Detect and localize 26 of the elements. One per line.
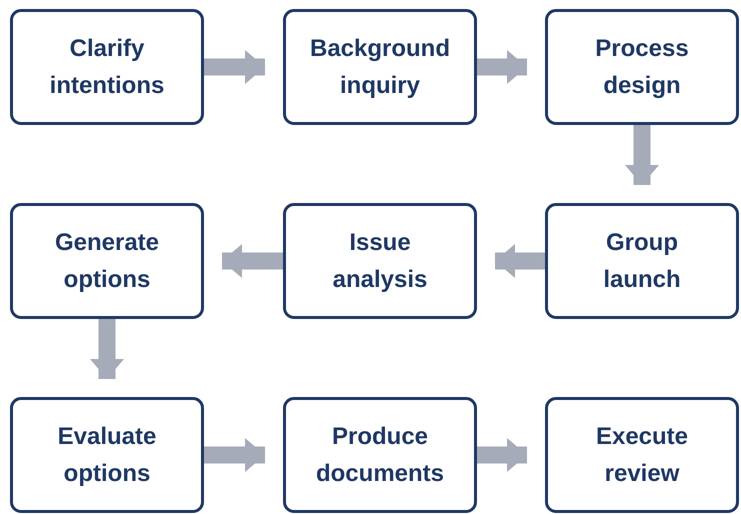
step-label: Clarify intentions bbox=[48, 34, 166, 101]
process-box bbox=[10, 9, 204, 125]
process-box bbox=[283, 397, 477, 513]
process-box bbox=[10, 203, 204, 319]
block-arrow bbox=[222, 244, 283, 278]
step-label: Process design bbox=[594, 34, 690, 101]
block-arrow bbox=[204, 438, 265, 472]
step-label: Group launch bbox=[602, 228, 682, 295]
block-arrow bbox=[625, 125, 659, 185]
step-label: Generate options bbox=[54, 228, 160, 295]
step-label: Issue analysis bbox=[332, 228, 428, 295]
block-arrow bbox=[477, 438, 527, 472]
process-box bbox=[283, 203, 477, 319]
process-box bbox=[545, 203, 739, 319]
process-box bbox=[283, 9, 477, 125]
step-label: Produce documents bbox=[314, 422, 445, 489]
step-label: Execute review bbox=[594, 422, 690, 489]
block-arrow bbox=[495, 244, 545, 278]
process-box bbox=[10, 397, 204, 513]
block-arrow bbox=[204, 50, 265, 84]
step-label: Background inquiry bbox=[308, 34, 451, 101]
process-box bbox=[545, 9, 739, 125]
step-label: Evaluate options bbox=[56, 422, 158, 489]
block-arrow bbox=[477, 50, 527, 84]
block-arrow bbox=[90, 319, 124, 379]
process-box bbox=[545, 397, 739, 513]
